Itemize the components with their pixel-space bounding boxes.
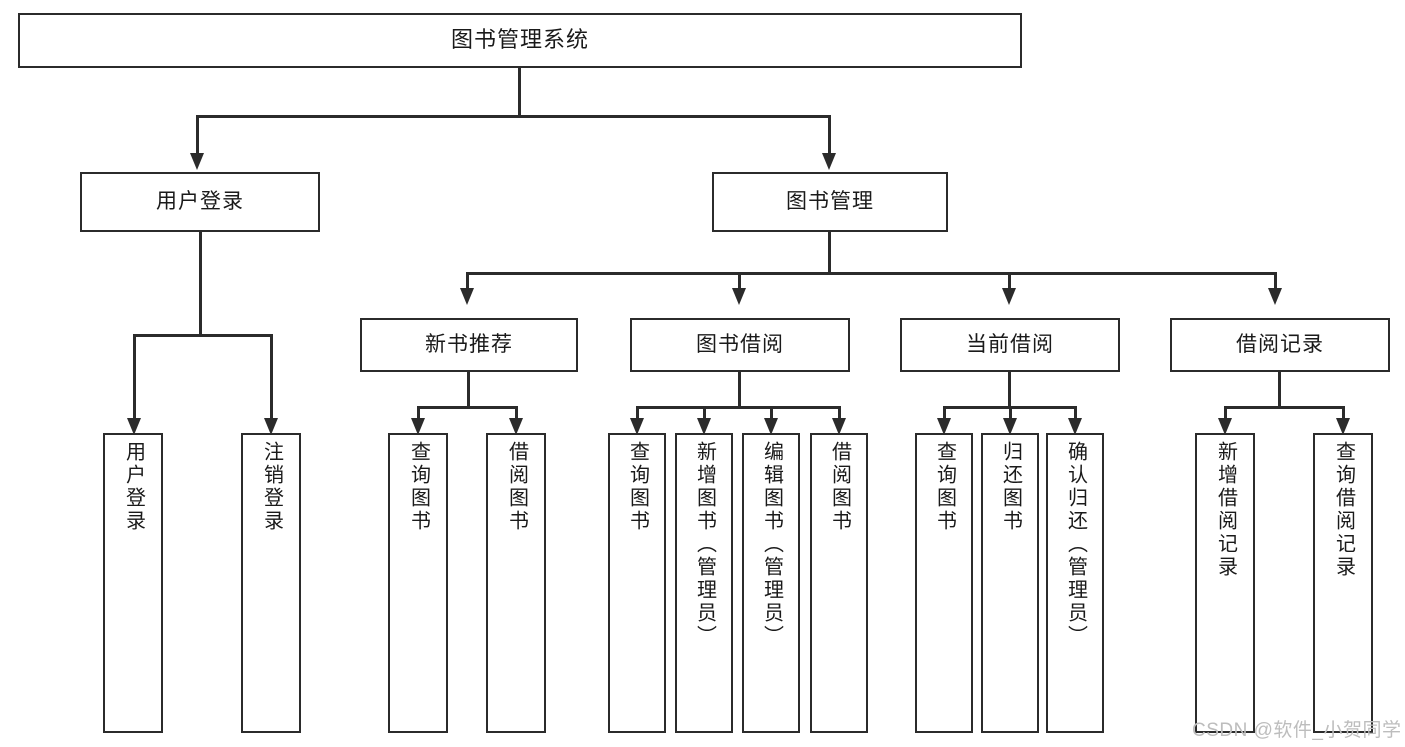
connector-bb-bus xyxy=(636,406,840,409)
arrow-to-leaf-borrow-book-1 xyxy=(509,418,523,435)
connector-level2-drop-1 xyxy=(196,115,199,155)
leaf-user-logout-label: 注销登录 xyxy=(260,441,283,533)
connector-nbr-stem xyxy=(467,372,470,408)
connector-bb-drop-3 xyxy=(770,406,773,421)
connector-user-login-drop-1 xyxy=(133,334,136,422)
node-user-login-label: 用户登录 xyxy=(156,190,244,214)
connector-bb-drop-4 xyxy=(838,406,841,421)
arrow-to-leaf-user-login xyxy=(127,418,141,435)
arrow-to-user-login xyxy=(190,153,204,170)
leaf-query-book-1-label: 查询图书 xyxy=(407,441,430,533)
arrow-to-leaf-add-book xyxy=(697,418,711,435)
connector-book-manage-stem xyxy=(828,232,831,274)
leaf-query-book-2[interactable]: 查询图书 xyxy=(608,433,666,733)
arrow-to-leaf-add-record xyxy=(1218,418,1232,435)
arrow-to-book-manage xyxy=(822,153,836,170)
leaf-borrow-book-1-label: 借阅图书 xyxy=(505,441,528,533)
leaf-user-login-label: 用户登录 xyxy=(122,441,145,533)
connector-cb-drop-1 xyxy=(943,406,946,421)
connector-cb-drop-2 xyxy=(1009,406,1012,421)
arrow-to-leaf-borrow-book-2 xyxy=(832,418,846,435)
arrow-to-current-borrow xyxy=(1002,288,1016,305)
connector-level3-drop-4 xyxy=(1274,272,1277,292)
leaf-return-book[interactable]: 归还图书 xyxy=(981,433,1039,733)
node-new-book-recommend-label: 新书推荐 xyxy=(425,333,513,357)
leaf-add-book-label: 新增图书（管理员） xyxy=(693,441,716,648)
arrow-to-leaf-query-record xyxy=(1336,418,1350,435)
leaf-edit-book[interactable]: 编辑图书（管理员） xyxy=(742,433,800,733)
leaf-return-book-label: 归还图书 xyxy=(999,441,1022,533)
leaf-add-record[interactable]: 新增借阅记录 xyxy=(1195,433,1255,733)
node-root[interactable]: 图书管理系统 xyxy=(18,13,1022,68)
arrow-to-leaf-query-book-3 xyxy=(937,418,951,435)
leaf-query-book-3[interactable]: 查询图书 xyxy=(915,433,973,733)
leaf-user-login[interactable]: 用户登录 xyxy=(103,433,163,733)
arrow-to-leaf-confirm-return xyxy=(1068,418,1082,435)
node-book-borrow-label: 图书借阅 xyxy=(696,333,784,357)
arrow-to-leaf-query-book-1 xyxy=(411,418,425,435)
node-borrow-record[interactable]: 借阅记录 xyxy=(1170,318,1390,372)
connector-bb-drop-2 xyxy=(703,406,706,421)
leaf-borrow-book-2[interactable]: 借阅图书 xyxy=(810,433,868,733)
leaf-confirm-return-label: 确认归还（管理员） xyxy=(1064,441,1087,648)
leaf-confirm-return[interactable]: 确认归还（管理员） xyxy=(1046,433,1104,733)
connector-bb-drop-1 xyxy=(636,406,639,421)
node-book-borrow[interactable]: 图书借阅 xyxy=(630,318,850,372)
connector-user-login-drop-2 xyxy=(270,334,273,422)
leaf-edit-book-label: 编辑图书（管理员） xyxy=(760,441,783,648)
connector-br-stem xyxy=(1278,372,1281,408)
leaf-add-record-label: 新增借阅记录 xyxy=(1214,441,1237,579)
connector-cb-stem xyxy=(1008,372,1011,408)
connector-level2-bus xyxy=(196,115,830,118)
connector-level3-bus xyxy=(466,272,1276,275)
arrow-to-new-book-recommend xyxy=(460,288,474,305)
connector-user-login-bus xyxy=(133,334,272,337)
arrow-to-leaf-user-logout xyxy=(264,418,278,435)
node-book-manage[interactable]: 图书管理 xyxy=(712,172,948,232)
node-new-book-recommend[interactable]: 新书推荐 xyxy=(360,318,578,372)
arrow-to-leaf-query-book-2 xyxy=(630,418,644,435)
node-current-borrow[interactable]: 当前借阅 xyxy=(900,318,1120,372)
connector-nbr-drop-2 xyxy=(515,406,518,421)
arrow-to-book-borrow xyxy=(732,288,746,305)
node-book-manage-label: 图书管理 xyxy=(786,190,874,214)
leaf-query-record[interactable]: 查询借阅记录 xyxy=(1313,433,1373,733)
connector-level3-drop-1 xyxy=(466,272,469,292)
watermark-text: CSDN @软件_小贺同学 xyxy=(1192,720,1402,741)
node-borrow-record-label: 借阅记录 xyxy=(1236,333,1324,357)
node-current-borrow-label: 当前借阅 xyxy=(966,333,1054,357)
connector-level3-drop-3 xyxy=(1008,272,1011,292)
connector-br-drop-1 xyxy=(1224,406,1227,421)
leaf-query-record-label: 查询借阅记录 xyxy=(1332,441,1355,579)
connector-user-login-stem xyxy=(199,232,202,336)
connector-root-stem xyxy=(518,68,521,117)
leaf-query-book-1[interactable]: 查询图书 xyxy=(388,433,448,733)
leaf-add-book[interactable]: 新增图书（管理员） xyxy=(675,433,733,733)
node-root-label: 图书管理系统 xyxy=(450,27,589,53)
connector-nbr-drop-1 xyxy=(417,406,420,421)
arrow-to-leaf-return-book xyxy=(1003,418,1017,435)
connector-nbr-bus xyxy=(417,406,517,409)
connector-level3-drop-2 xyxy=(738,272,741,292)
connector-br-bus xyxy=(1224,406,1344,409)
leaf-borrow-book-1[interactable]: 借阅图书 xyxy=(486,433,546,733)
connector-cb-drop-3 xyxy=(1074,406,1077,421)
leaf-query-book-2-label: 查询图书 xyxy=(626,441,649,533)
arrow-to-borrow-record xyxy=(1268,288,1282,305)
leaf-query-book-3-label: 查询图书 xyxy=(933,441,956,533)
connector-bb-stem xyxy=(738,372,741,408)
connector-br-drop-2 xyxy=(1342,406,1345,421)
arrow-to-leaf-edit-book xyxy=(764,418,778,435)
connector-level2-drop-2 xyxy=(828,115,831,155)
leaf-borrow-book-2-label: 借阅图书 xyxy=(828,441,851,533)
node-user-login[interactable]: 用户登录 xyxy=(80,172,320,232)
leaf-user-logout[interactable]: 注销登录 xyxy=(241,433,301,733)
